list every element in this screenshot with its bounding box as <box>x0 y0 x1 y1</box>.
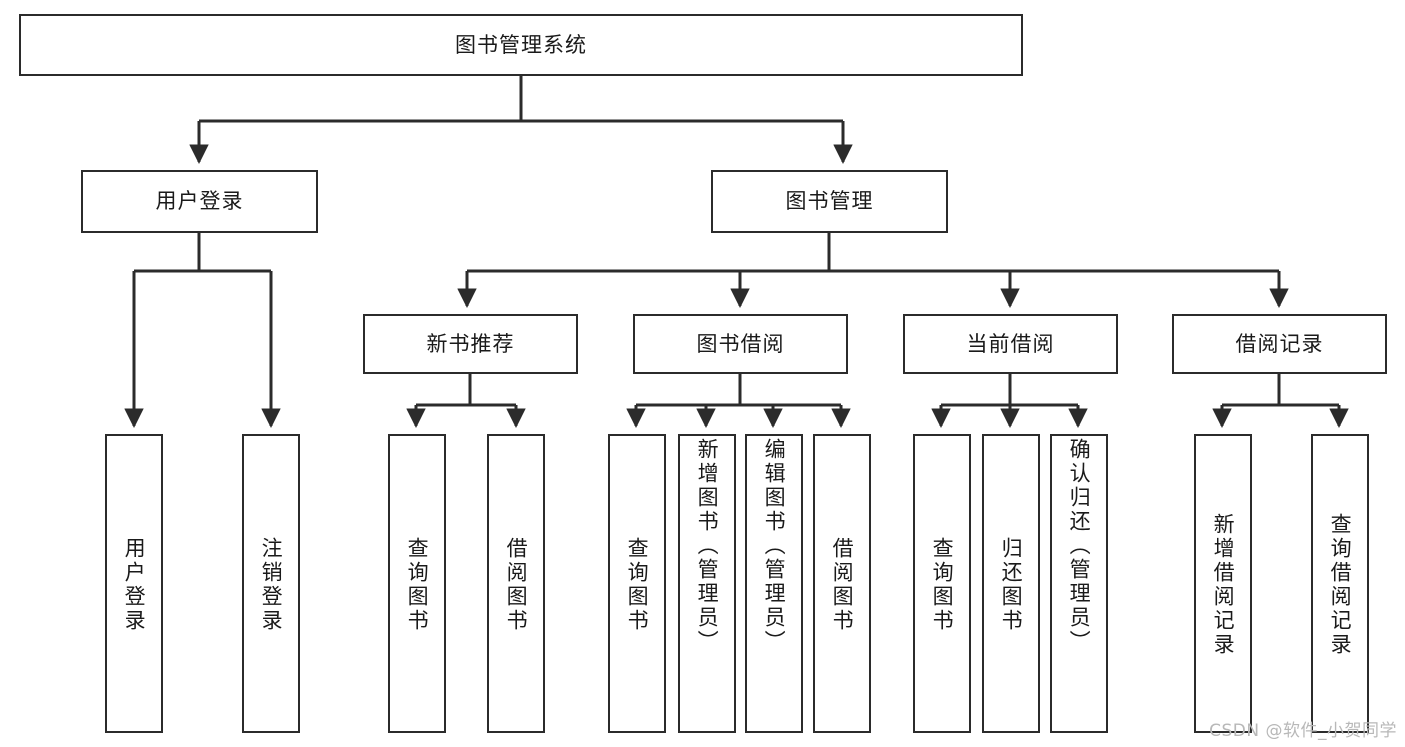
node-leaf-borrow-book-recommend[interactable]: 借阅图书 <box>487 434 545 733</box>
node-label: 查询图书 <box>930 536 955 633</box>
node-borrow-record[interactable]: 借阅记录 <box>1172 314 1387 374</box>
node-label: 编辑图书（管理员） <box>762 438 787 654</box>
node-label: 图书管理 <box>785 189 874 214</box>
node-label: 用户登录 <box>155 189 244 214</box>
node-leaf-add-book-admin[interactable]: 新增图书（管理员） <box>678 434 736 733</box>
node-label: 查询借阅记录 <box>1328 512 1353 657</box>
node-leaf-confirm-return-admin[interactable]: 确认归还（管理员） <box>1050 434 1108 733</box>
node-leaf-borrow-book[interactable]: 借阅图书 <box>813 434 871 733</box>
node-leaf-logout-login[interactable]: 注销登录 <box>242 434 300 733</box>
node-leaf-return-book[interactable]: 归还图书 <box>982 434 1040 733</box>
node-leaf-query-book-current[interactable]: 查询图书 <box>913 434 971 733</box>
connector-record-to-leaves <box>1212 374 1349 428</box>
node-label: 当前借阅 <box>966 331 1055 356</box>
node-label: 查询图书 <box>625 536 650 633</box>
node-label: 新增图书（管理员） <box>695 438 720 654</box>
csdn-watermark: CSDN @软件_小贺同学 <box>1209 721 1397 741</box>
node-leaf-user-login[interactable]: 用户登录 <box>105 434 163 733</box>
node-new-book-recommend[interactable]: 新书推荐 <box>363 314 578 374</box>
connector-borrow-to-leaves <box>626 374 851 428</box>
node-label: 用户登录 <box>122 536 147 633</box>
node-user-login[interactable]: 用户登录 <box>81 170 318 233</box>
node-book-borrow[interactable]: 图书借阅 <box>633 314 848 374</box>
node-label: 图书借阅 <box>696 331 785 356</box>
node-label: 借阅图书 <box>504 536 529 633</box>
node-label: 新增借阅记录 <box>1211 512 1236 657</box>
connector-root-to-level2 <box>189 76 853 164</box>
connector-bookmgmt-to-level3 <box>457 233 1289 308</box>
node-label: 归还图书 <box>999 536 1024 633</box>
node-label: 借阅图书 <box>830 536 855 633</box>
node-label: 注销登录 <box>259 536 284 633</box>
node-book-management[interactable]: 图书管理 <box>711 170 948 233</box>
node-leaf-query-book-recommend[interactable]: 查询图书 <box>388 434 446 733</box>
node-label: 新书推荐 <box>426 331 515 356</box>
connector-userlogin-to-leaves <box>124 233 281 428</box>
node-label: 借阅记录 <box>1235 331 1324 356</box>
node-leaf-query-borrow-record[interactable]: 查询借阅记录 <box>1311 434 1369 733</box>
node-current-borrow[interactable]: 当前借阅 <box>903 314 1118 374</box>
node-leaf-add-borrow-record[interactable]: 新增借阅记录 <box>1194 434 1252 733</box>
node-leaf-query-book-borrow[interactable]: 查询图书 <box>608 434 666 733</box>
node-label: 图书管理系统 <box>455 32 587 57</box>
node-label: 查询图书 <box>405 536 430 633</box>
node-root-book-management-system[interactable]: 图书管理系统 <box>19 14 1023 76</box>
node-leaf-edit-book-admin[interactable]: 编辑图书（管理员） <box>745 434 803 733</box>
connector-newbook-to-leaves <box>406 374 526 428</box>
connector-current-to-leaves <box>931 374 1088 428</box>
node-label: 确认归还（管理员） <box>1067 438 1092 654</box>
